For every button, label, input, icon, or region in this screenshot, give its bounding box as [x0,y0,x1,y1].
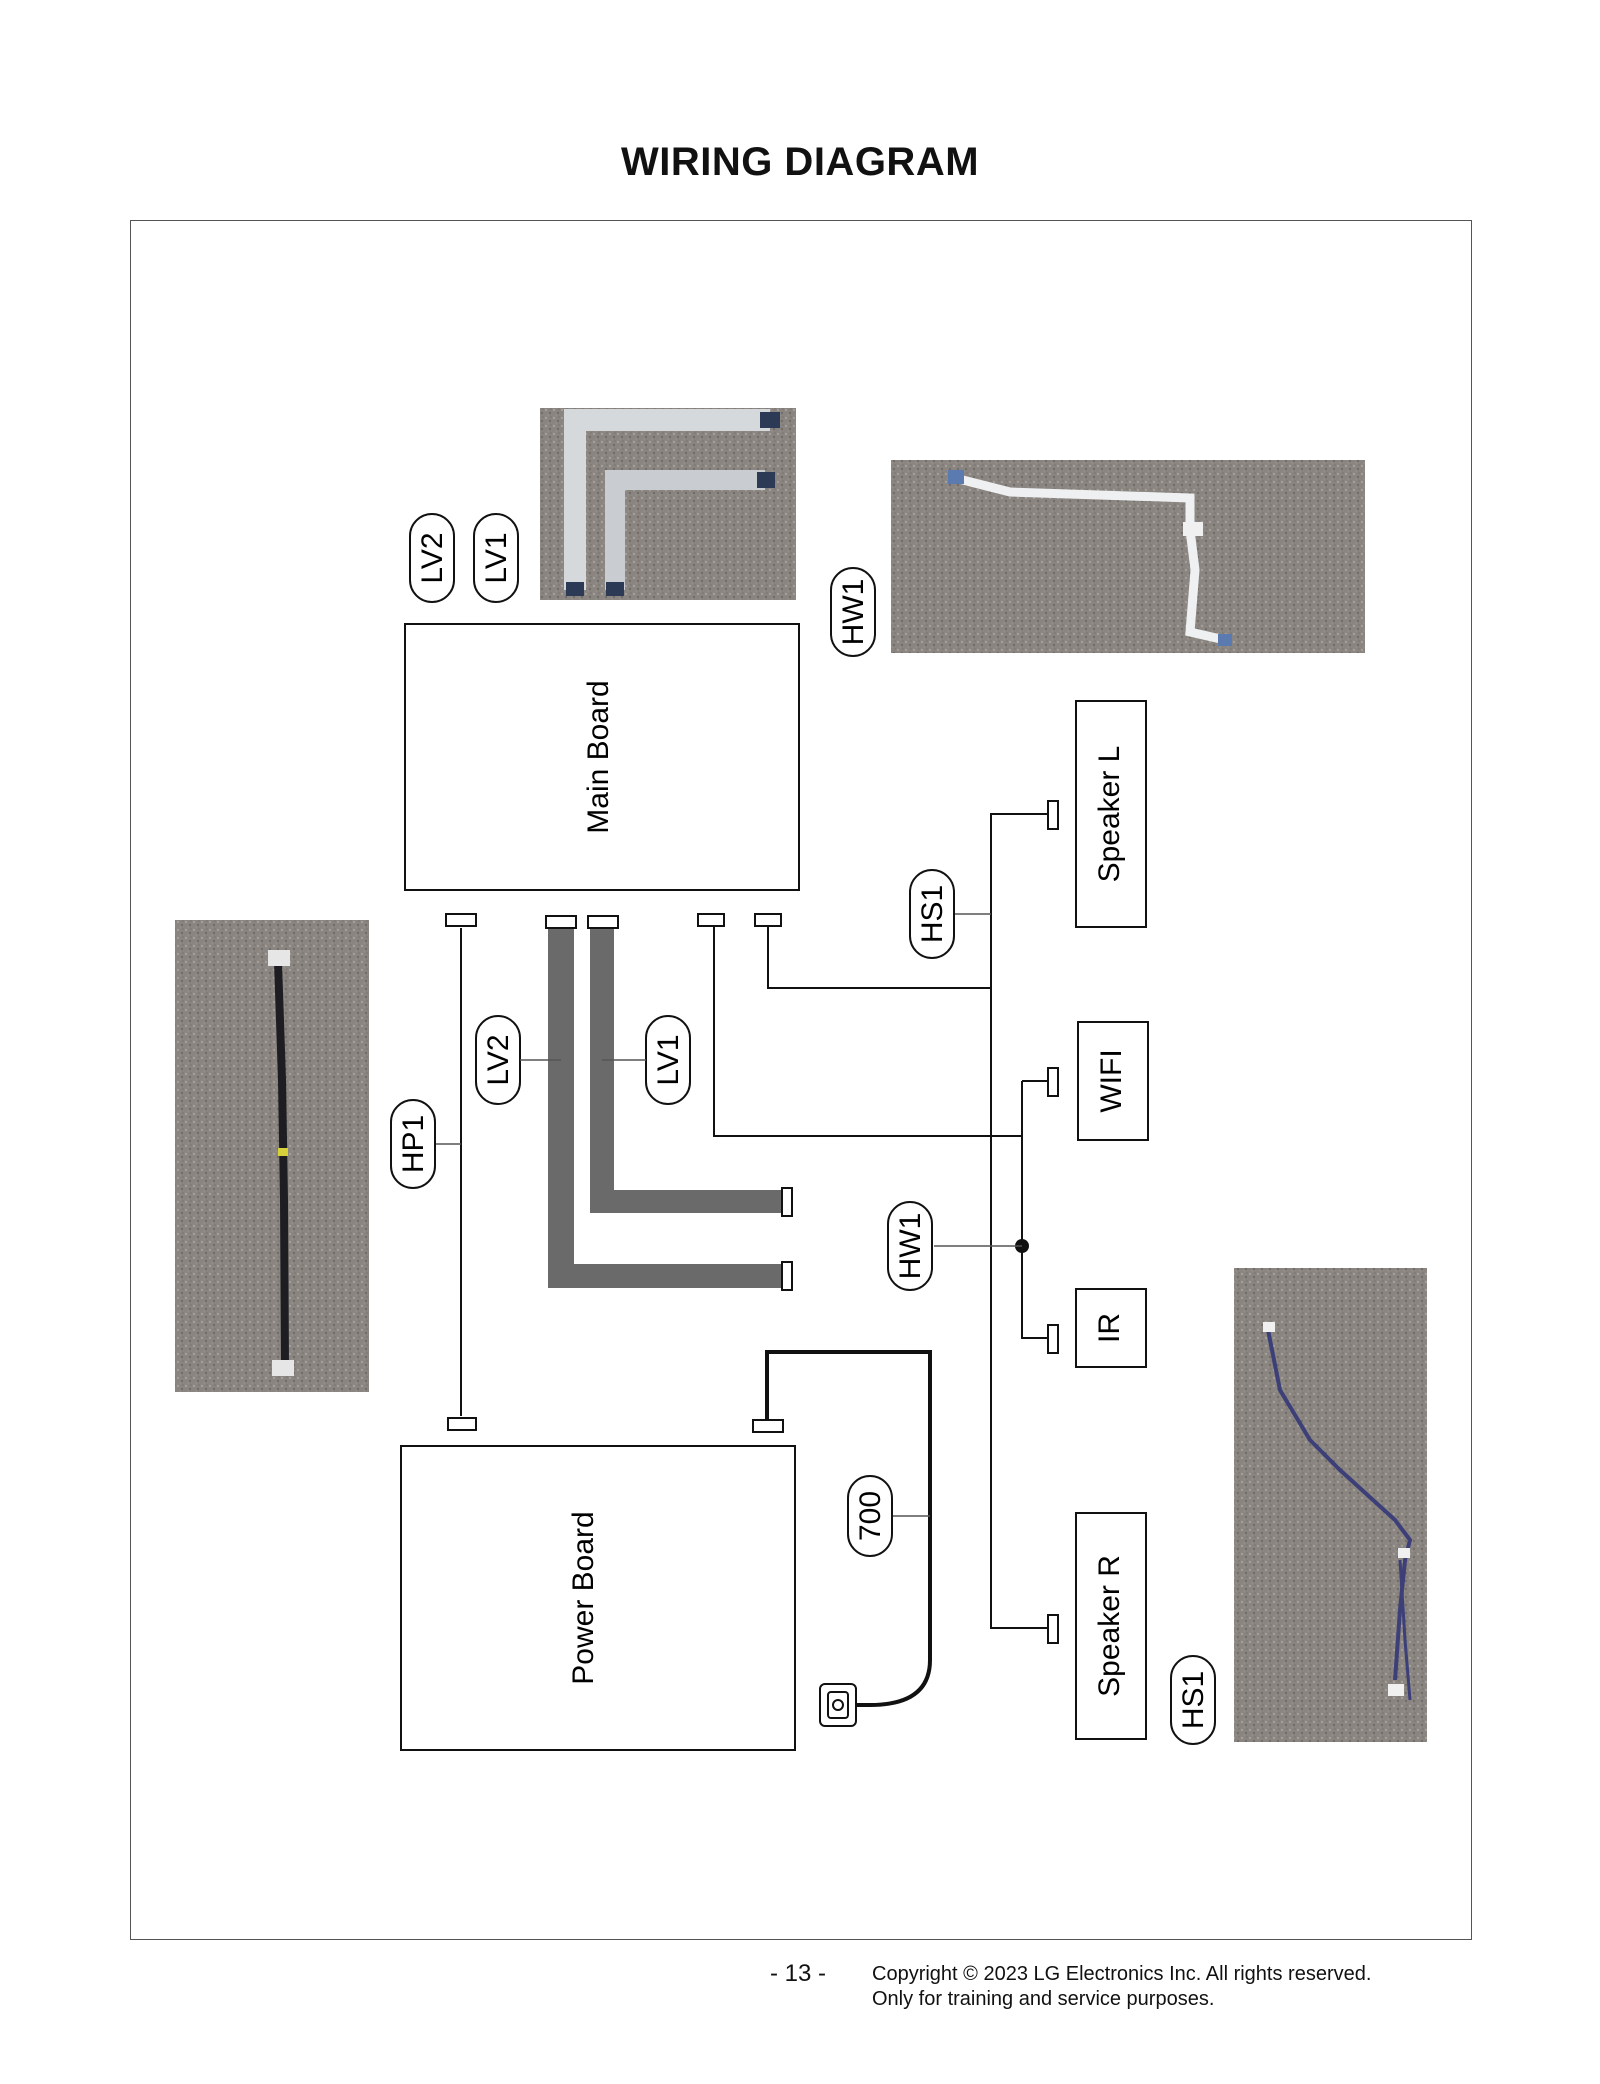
ir-box [1075,1288,1147,1368]
ir-label: IR [1093,1313,1126,1343]
lv2-label-top: LV2 [409,513,455,603]
cable-700-label: 700 [847,1475,893,1557]
diagram-frame [130,220,1472,1940]
speaker-r-box [1075,1512,1147,1740]
power-board [400,1445,796,1751]
main-board [404,623,800,891]
hp1-cable-photo [175,920,369,1392]
speaker-l-label: Speaker L [1093,746,1126,883]
hw1-label-mid-text: HW1 [894,1213,927,1280]
hs1-label-bottom-text: HS1 [1177,1671,1210,1729]
wifi-box [1077,1021,1149,1141]
main-board-label: Main Board [582,680,615,833]
copyright-block: Copyright © 2023 LG Electronics Inc. All… [872,1962,1371,2012]
lv2-cable [545,915,793,1291]
lv1-label-mid: LV1 [645,1015,691,1105]
copyright-text: Copyright © 2023 LG Electronics Inc. All… [872,1963,1372,1985]
hp1-label-text: HP1 [397,1115,430,1173]
lv2-label-mid: LV2 [475,1015,521,1105]
hw1-cable-photo [891,460,1365,653]
hp1-wire [428,913,477,1431]
usage-text: Only for training and service purposes. [872,1988,1215,2010]
power-board-label: Power Board [567,1511,600,1684]
cable-700-label-text: 700 [854,1491,887,1541]
hp1-label: HP1 [390,1099,436,1189]
speaker-l-box [1075,700,1147,928]
hs1-label-mid: HS1 [909,869,955,959]
page-number: - 13 - [770,1960,827,1987]
hw1-label-mid: HW1 [887,1201,933,1291]
hw1-wire [697,913,1059,1354]
hs1-label-bottom: HS1 [1170,1655,1216,1745]
hs1-cable-photo [1234,1268,1427,1742]
hs1-wire [754,800,1059,1644]
hs1-label-mid-text: HS1 [916,885,949,943]
page-title: WIRING DIAGRAM [620,140,980,184]
power-cord-700 [752,1350,932,1727]
lv1-label-top: LV1 [473,513,519,603]
wifi-label: WIFI [1095,1049,1128,1112]
hw1-label-top: HW1 [830,567,876,657]
lvds-cable-photo [540,408,796,600]
lv2-label-top-text: LV2 [416,532,449,583]
speaker-r-label: Speaker R [1093,1555,1126,1697]
lv1-label-mid-text: LV1 [652,1034,685,1085]
lv2-label-mid-text: LV2 [482,1034,515,1085]
hw1-label-top-text: HW1 [837,579,870,646]
lv1-label-top-text: LV1 [480,532,513,583]
lv1-cable [587,915,793,1217]
